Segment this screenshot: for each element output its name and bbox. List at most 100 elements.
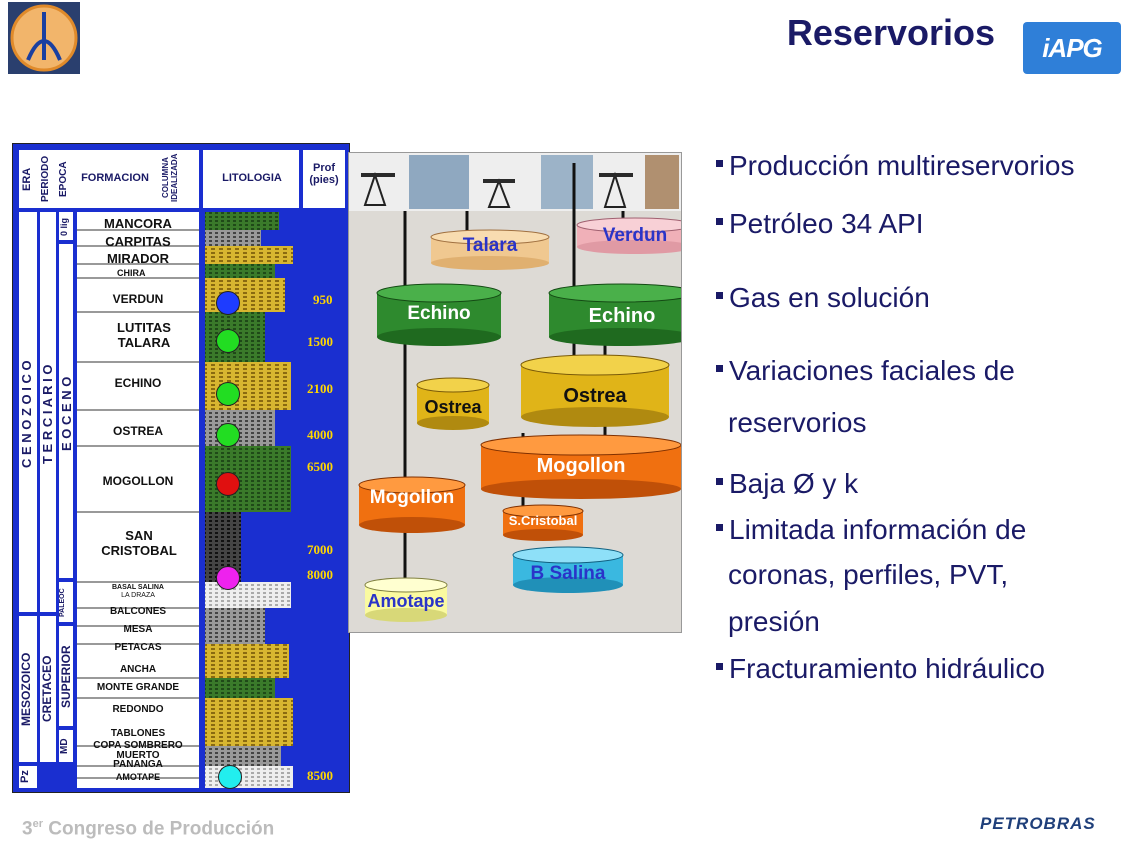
litologia-header-bg [203, 150, 299, 208]
bullet-continuation: coronas, perfiles, PVT, [728, 559, 1009, 590]
period-col-terciario [40, 212, 56, 612]
depth-6500: 6500 [307, 459, 333, 474]
formation-monte-grande: MONTE GRANDE [96, 682, 180, 693]
stratigraphic-column: ERA PERIODO EPOCA FORMACION COLUMNA IDEA… [12, 143, 350, 793]
epoch-superior: SUPERIOR [59, 645, 73, 709]
reservoir-dot-basal-salina [216, 566, 240, 590]
header-formacion: FORMACION [81, 172, 149, 184]
formation-san-cristobal: SAN CRISTOBAL [101, 528, 177, 558]
depth-8000: 8000 [307, 567, 333, 582]
epoch-md: MD [59, 738, 70, 754]
reservoir-amotape: Amotape [367, 591, 445, 611]
bullet-item: Variaciones faciales de [716, 355, 1015, 387]
petrobras-logo: PETROBRAS [980, 814, 1096, 833]
formation-balcones: BALCONES [109, 606, 167, 617]
bullet-square-icon [716, 292, 723, 300]
formation-tablones: TABLONES [110, 728, 166, 739]
prof-header-bg [303, 150, 345, 208]
formation-verdun: VERDUN [112, 292, 164, 306]
depth-2100: 2100 [307, 381, 333, 396]
reservoir-dot-ostrea [216, 423, 240, 447]
bullet-item: Gas en solución [716, 282, 930, 314]
bullet-square-icon [716, 478, 723, 486]
page-title: Reservorios [786, 12, 995, 53]
formation-petacas: PETACAS [114, 642, 162, 653]
header-epoca: EPOCA [58, 161, 69, 197]
bullet-item: Limitada información de [716, 514, 1026, 546]
company-logo-left [8, 2, 80, 74]
epoch-paleoc: PALEOC [59, 588, 66, 618]
reservoir-dot-talara [216, 329, 240, 353]
bullet-item: Petróleo 34 API [716, 208, 924, 240]
epoch-eoceno: E O C E N O [59, 376, 74, 452]
reservoir-echino-right: Echino [588, 305, 656, 327]
reservoir-scristobal: S.Cristobal [508, 513, 578, 528]
epoch-col-paleoc [59, 582, 73, 622]
period-col-cretaceo [40, 616, 56, 762]
reservoir-dot-verdun [216, 291, 240, 315]
formation-basal-salina: BASAL SALINA [112, 584, 164, 591]
bullet-continuation: reservorios [728, 407, 867, 438]
reservoir-mogollon-right: Mogollon [536, 455, 626, 477]
formation-mogollon: MOGOLLON [102, 474, 174, 488]
header-columna: COLUMNA IDEALIZADA [161, 153, 179, 203]
formation-pananga: PANANGA [113, 759, 163, 770]
formation-ostrea: OSTREA [112, 424, 163, 438]
bullet-item: Producción multireservorios [716, 150, 1074, 182]
reservoir-echino-left: Echino [407, 303, 471, 324]
depth-8500: 8500 [307, 768, 333, 783]
reservoir-diagram-svg [349, 153, 696, 622]
depth-950: 950 [313, 292, 333, 307]
reservoir-diagram: Talara Verdun Echino Echino Ostrea Ostre… [348, 152, 696, 633]
formation-chira: CHIRA [117, 268, 146, 278]
bullet-item: Baja Ø y k [716, 468, 858, 500]
column-header-bg [19, 150, 199, 208]
formation-la-draza: LA DRAZA [121, 592, 155, 599]
reservoir-ostrea-left: Ostrea [424, 397, 482, 417]
epoch-col-olig [59, 212, 73, 240]
bullet-item: Fracturamiento hidráulico [716, 653, 1045, 685]
formation-muerto: MUERTO [116, 750, 160, 761]
reservoir-dot-echino [216, 382, 240, 406]
era-pz: Pz [19, 770, 31, 784]
formation-copa-sombrero: COPA SOMBRERO [93, 740, 183, 751]
header-prof: Prof (pies) [309, 162, 339, 186]
bullet-square-icon [716, 218, 723, 226]
formation-carpitas: CARPITAS [105, 234, 171, 249]
header-periodo: PERIODO [40, 155, 51, 203]
depth-7000: 7000 [307, 542, 333, 557]
depth-1500: 1500 [307, 334, 333, 349]
reservoir-talara: Talara [462, 235, 518, 256]
cylinders [358, 217, 696, 622]
iapg-logo: iAPG [1023, 22, 1121, 74]
period-terciario: T E R C I A R I O [40, 364, 55, 464]
formation-boundaries [77, 229, 199, 779]
congress-footer: 3er Congreso de Producción [22, 818, 275, 840]
bullet-square-icon [716, 365, 723, 373]
formation-mancora: MANCORA [104, 216, 172, 231]
oil-derrick-logo-icon [10, 4, 78, 72]
reservoir-dot-amotape [218, 765, 242, 789]
formation-mesa: MESA [123, 624, 153, 635]
epoch-olig: 0 lig [59, 218, 69, 237]
bullet-continuation: presión [728, 606, 820, 637]
formation-mirador: MIRADOR [106, 251, 170, 266]
bullet-square-icon [716, 663, 723, 671]
epoch-col-superior [59, 626, 73, 726]
reservoir-mogollon-left: Mogollon [369, 487, 455, 508]
epoch-col-eoceno [59, 244, 73, 578]
reservoir-ostrea-right: Ostrea [563, 385, 627, 407]
reservoir-verdun: Verdun [602, 225, 668, 246]
header-era: ERA [21, 167, 33, 191]
depth-4000: 4000 [307, 427, 333, 442]
epoch-col-md [59, 730, 73, 762]
bullet-square-icon [716, 160, 723, 168]
formation-ancha: ANCHA [119, 664, 157, 675]
formation-redondo: REDONDO [112, 704, 164, 715]
pumpjack-icons [361, 171, 633, 208]
era-col-cenozoico [19, 212, 37, 612]
formation-amotape: AMOTAPE [115, 772, 161, 782]
era-cenozoico: C E N O Z O I C O [19, 360, 34, 468]
era-col-mesozoico [19, 616, 37, 762]
formation-col-bg [77, 212, 199, 788]
